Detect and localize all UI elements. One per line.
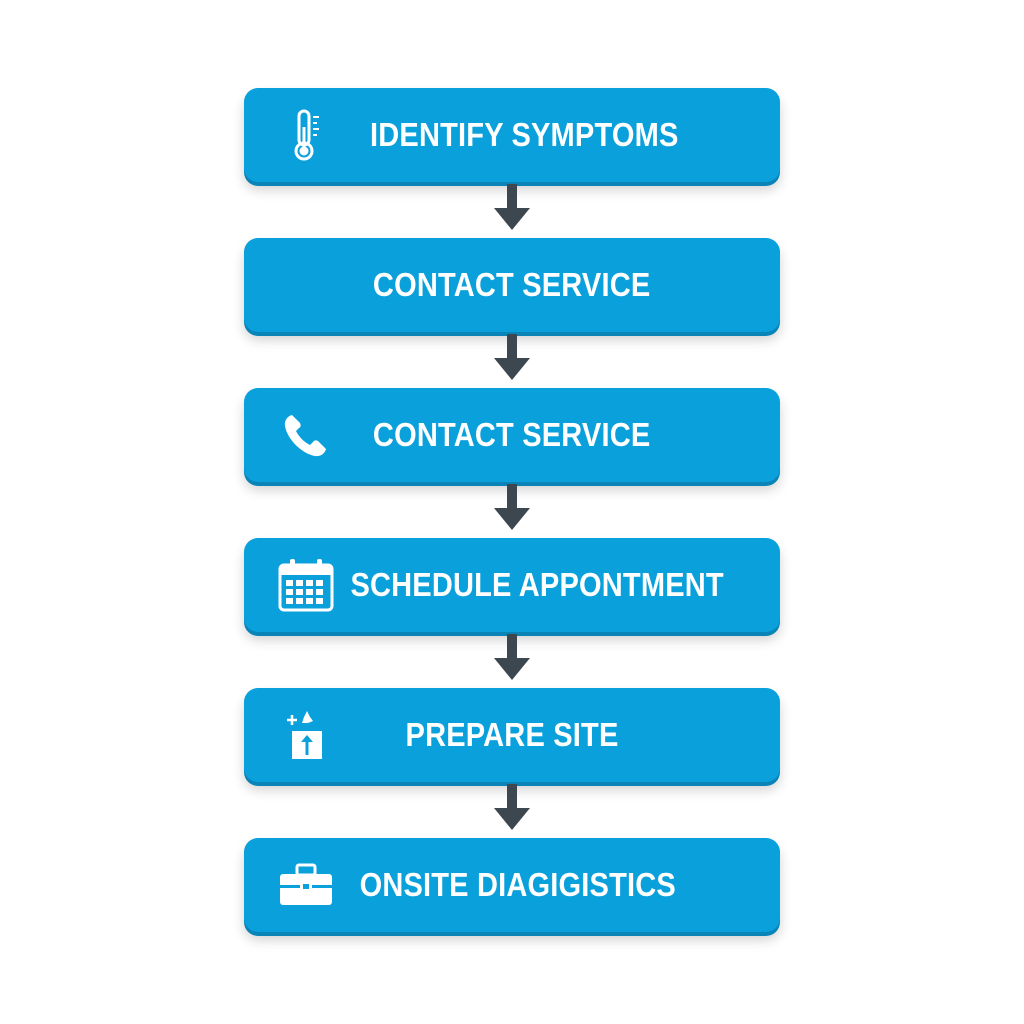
arrow-down-icon (494, 484, 530, 530)
step-label: IDENTIFY SYMPTOMS (369, 116, 679, 153)
step-schedule-appointment: SCHEDULE APPONTMENT (244, 538, 780, 632)
step-label: CONTACT SERVICE (373, 416, 651, 453)
toolbox-icon (274, 853, 338, 917)
step-identify-symptoms: IDENTIFY SYMPTOMS (244, 88, 780, 182)
arrow-down-icon (494, 334, 530, 380)
step-prepare-site: PREPARE SITE (244, 688, 780, 782)
step-contact-service: CONTACT SERVICE (244, 238, 780, 332)
prepare-box-icon (274, 703, 338, 767)
step-contact-service-phone: CONTACT SERVICE (244, 388, 780, 482)
calendar-icon (274, 553, 338, 617)
step-label: PREPARE SITE (405, 716, 619, 753)
step-label: ONSITE DIAGIGISTICS (359, 866, 677, 903)
step-label: CONTACT SERVICE (373, 266, 651, 303)
phone-icon (274, 403, 338, 467)
arrow-down-icon (494, 634, 530, 680)
step-onsite-diagnostics: ONSITE DIAGIGISTICS (244, 838, 780, 932)
arrow-down-icon (494, 784, 530, 830)
arrow-down-icon (494, 184, 530, 230)
thermometer-icon (274, 103, 338, 167)
step-label: SCHEDULE APPONTMENT (350, 566, 724, 603)
